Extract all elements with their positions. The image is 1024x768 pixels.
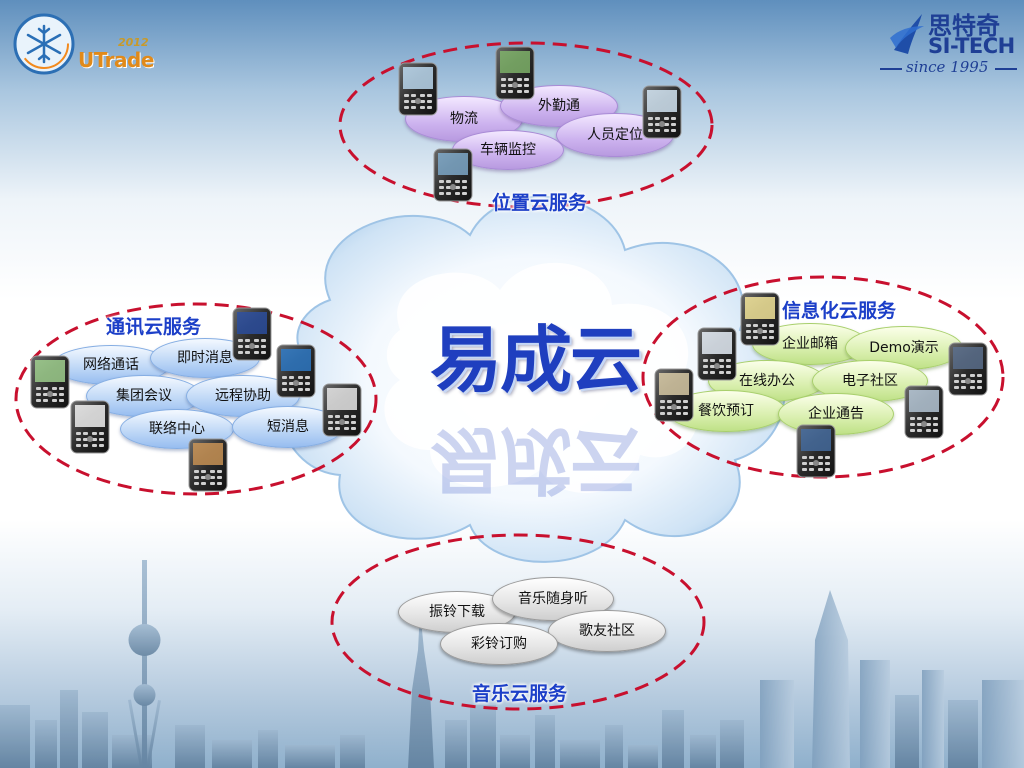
phone-icon-camera: [398, 62, 438, 116]
snowflake-logo-icon: [13, 13, 75, 75]
phone-icon-office: [654, 368, 694, 422]
phone-icon-photo: [495, 46, 535, 100]
phone-icon-qr: [70, 400, 110, 454]
phone-icon-pie: [697, 327, 737, 381]
communication-boundary: [14, 302, 378, 496]
item-music-fan-community: 歌友社区: [548, 610, 666, 652]
label-communication-service: 通讯云服务: [106, 316, 202, 338]
phone-icon-road: [433, 148, 473, 202]
music-boundary: [330, 533, 706, 711]
si-tech-swirl-icon: [890, 14, 924, 54]
phone-icon-tv: [188, 438, 228, 492]
label-location-service: 位置云服务: [492, 192, 588, 214]
center-title: 易成云: [430, 318, 642, 402]
logo-brand: UTrade: [78, 48, 154, 72]
item-music-portable: 音乐随身听: [492, 577, 614, 621]
phone-icon-screen: [948, 342, 988, 396]
company-since: since 1995: [906, 58, 989, 76]
since-line-right: [995, 68, 1017, 70]
phone-icon-news: [796, 424, 836, 478]
phone-icon-people: [904, 385, 944, 439]
logo-year: 2012: [118, 36, 149, 49]
phone-icon-visa: [232, 307, 272, 361]
company-name-en: SI-TECH: [928, 34, 1015, 58]
item-color-ring-order: 彩铃订购: [440, 623, 558, 665]
since-line-left: [880, 68, 902, 70]
label-information-service: 信息化云服务: [782, 300, 897, 322]
phone-icon-chart: [322, 383, 362, 437]
phone-icon-map: [642, 85, 682, 139]
phone-icon-mail: [740, 292, 780, 346]
location-boundary: [338, 41, 714, 209]
label-music-service: 音乐云服务: [472, 683, 568, 705]
company-name-cn: 思特奇: [928, 12, 1000, 40]
phone-icon-ocean: [276, 344, 316, 398]
phone-icon-music: [30, 355, 70, 409]
